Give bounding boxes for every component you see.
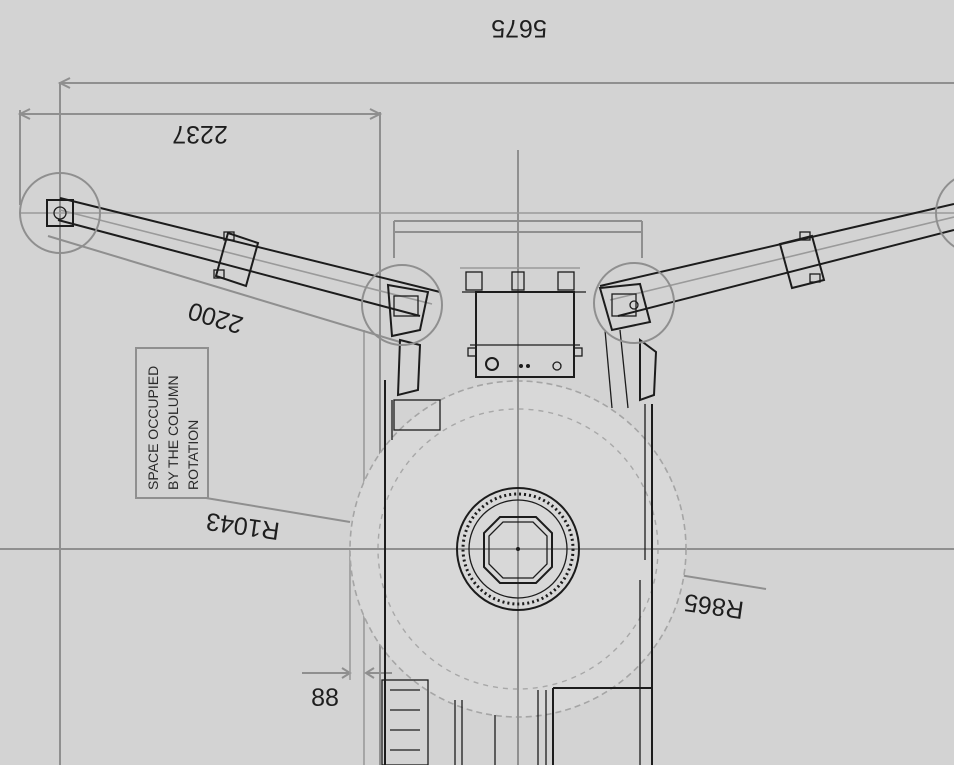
head-bolt <box>552 361 562 371</box>
note-box: SPACE OCCUPIED BY THE COLUMN ROTATION <box>135 347 209 499</box>
hydraulic-block <box>381 679 429 765</box>
left-bracket <box>393 399 441 431</box>
left-arm <box>19 172 443 346</box>
right-link <box>604 329 613 409</box>
arm-top-edge <box>59 197 441 293</box>
arrow-head <box>17 108 31 120</box>
head-lug <box>573 347 583 357</box>
right-link <box>619 329 629 409</box>
leader-r1043 <box>205 497 351 523</box>
arrow-head <box>364 667 375 679</box>
right-arm <box>593 178 954 344</box>
clamp-bolt <box>223 231 235 241</box>
right-joint-circle <box>593 262 675 344</box>
arm-bottom-edge <box>57 219 421 317</box>
head-lug <box>467 347 477 357</box>
note-frame <box>135 347 209 499</box>
ring-outer <box>456 487 580 611</box>
slewing-ring <box>456 487 580 611</box>
right-joint-body <box>598 282 652 332</box>
right-shoulder <box>639 338 658 402</box>
head-boss <box>557 271 575 291</box>
note-line-2: BY THE COLUMN <box>165 375 181 490</box>
arm-top-edge <box>599 203 954 287</box>
head-pin <box>519 364 523 368</box>
right-joint-pin <box>629 300 639 310</box>
note-line-1: SPACE OCCUPIED <box>145 366 161 490</box>
left-end-fitting <box>46 199 74 227</box>
left-shoulder <box>396 338 422 397</box>
dimension-2200 <box>47 235 401 343</box>
clamp-bolt <box>809 273 821 283</box>
left-joint-circle <box>361 264 443 346</box>
head-bolt <box>485 357 499 371</box>
ring-inner <box>468 499 568 599</box>
left-end-pin <box>53 206 67 220</box>
right-joint-detail <box>611 293 637 317</box>
note-line-3: ROTATION <box>185 420 201 490</box>
left-pivot-circle <box>19 172 101 254</box>
arrow-head <box>57 77 71 89</box>
dimension-2237 <box>17 108 383 205</box>
arm-axis <box>609 216 954 301</box>
left-joint-detail <box>393 295 419 317</box>
column-flange <box>483 516 553 584</box>
head-boss <box>465 271 483 291</box>
arm-clamp <box>778 234 826 290</box>
ring-bolt-circle <box>461 492 575 606</box>
dimension-line <box>47 235 401 343</box>
dimension-88 <box>302 550 392 680</box>
head-boss <box>511 271 525 291</box>
dimension-2237-label: 2237 <box>172 120 228 148</box>
dimension-88-label: 88 <box>311 684 339 712</box>
clamp-bolt <box>799 231 811 241</box>
arrow-head <box>369 108 383 120</box>
column-structure <box>381 380 653 765</box>
dimension-5675-label: 5675 <box>491 14 547 42</box>
center-point <box>516 547 520 551</box>
head-housing <box>475 291 575 378</box>
radius-r1043-label: R1043 <box>204 507 281 545</box>
arm-axis <box>59 209 433 305</box>
dimension-5675 <box>57 77 954 89</box>
dimension-2200-label: 2200 <box>185 296 246 339</box>
clamp-bolt <box>213 269 225 279</box>
radius-r865-label: R865 <box>682 588 745 624</box>
arm-clamp <box>214 231 260 288</box>
right-pivot-circle <box>935 178 954 248</box>
head-pin <box>526 364 530 368</box>
column-tube <box>488 521 548 579</box>
left-joint-body <box>386 283 430 338</box>
column-head <box>393 220 658 409</box>
